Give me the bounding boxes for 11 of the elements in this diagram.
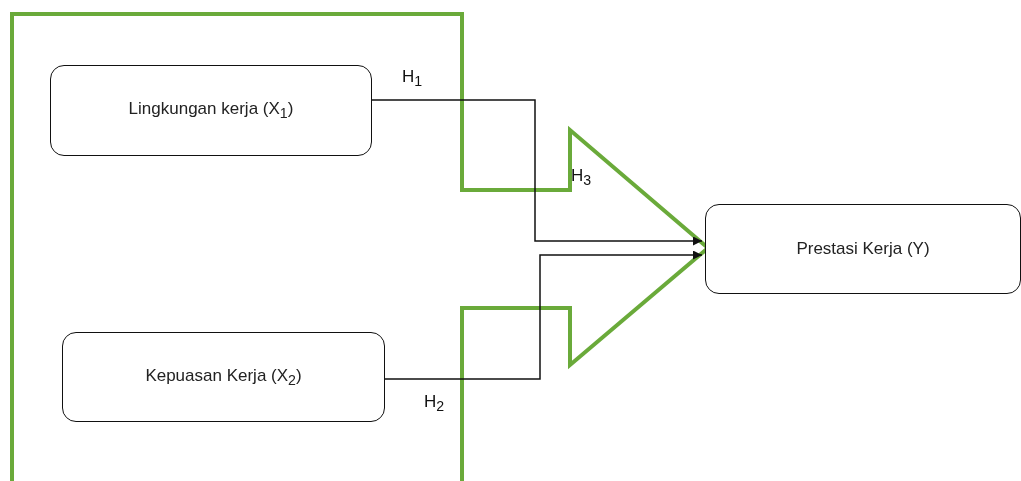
edge-label: H$_{2}$	[424, 392, 445, 415]
arrow	[371, 99, 703, 246]
hypothesis-label: H$_{3}$	[571, 166, 592, 189]
variable-label: Prestasi Kerja (Y)	[796, 238, 930, 261]
edge-label: H$_{1}$	[402, 67, 423, 90]
variable-box	[705, 204, 1021, 294]
variable-label: Lingkungan kerja (X$_{1}$)	[128, 98, 294, 124]
arrow	[384, 250, 703, 380]
variable-label: Kepuasan Kerja (X$_{2}$)	[145, 364, 302, 391]
variable-box	[62, 332, 385, 422]
variable-box	[50, 65, 372, 156]
